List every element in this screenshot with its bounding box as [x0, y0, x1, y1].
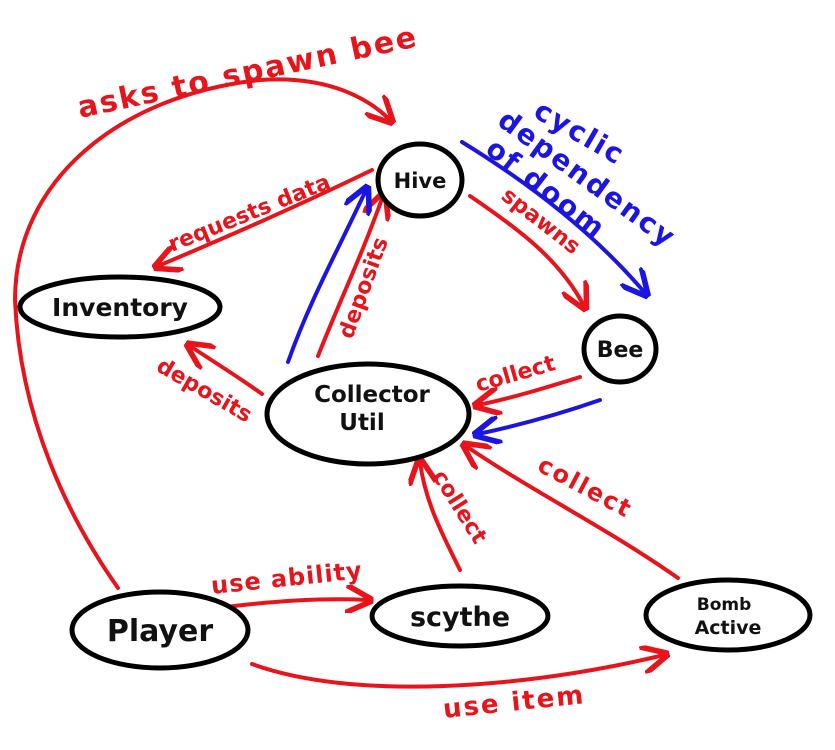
edge-player-to-bomb [250, 655, 664, 689]
edge-collector-to-hive-blue [286, 190, 366, 364]
node-bomb-active: Bomb Active [643, 577, 813, 653]
node-scythe-label: scythe [410, 602, 510, 633]
node-inventory-label: Inventory [52, 293, 188, 322]
label-collect-bee: collect [473, 351, 559, 398]
edge-hive-to-bee-blue [460, 140, 645, 293]
label-deposits-inventory: deposits [152, 354, 256, 429]
label-requests-data: requests data [165, 170, 334, 258]
node-hive: Hive [375, 141, 465, 219]
edge-scythe-to-collector [420, 462, 462, 572]
node-bee: Bee [581, 313, 659, 385]
edge-bomb-to-collector [466, 446, 680, 580]
label-deposits-hive: deposits [334, 234, 394, 342]
node-hive-label: Hive [394, 169, 447, 193]
node-scythe: scythe [369, 583, 551, 649]
node-bee-label: Bee [597, 338, 644, 363]
edge-bee-to-collector-blue [478, 398, 602, 434]
node-player: Player [69, 589, 251, 671]
edge-player-to-hive [13, 77, 390, 590]
node-player-label: Player [107, 614, 213, 649]
edge-hive-to-bee [468, 194, 584, 306]
edge-bee-to-collector-red [478, 375, 582, 405]
edge-player-to-scythe [216, 599, 368, 608]
label-collect-bomb: collect [533, 451, 637, 524]
node-bomb-active-label-2: Active [695, 617, 762, 639]
node-collector-util-label-1: Collector [314, 382, 430, 408]
label-use-ability: use ability [210, 556, 364, 600]
node-collector-util: Collector Util [264, 361, 472, 467]
edge-collector-to-inventory [190, 346, 264, 396]
label-asks-to-spawn-bee: asks to spawn bee [74, 19, 421, 125]
label-collect-scythe: collect [427, 466, 492, 549]
node-inventory: Inventory [17, 274, 223, 340]
edge-collector-to-hive-red [316, 196, 383, 358]
node-collector-util-label-2: Util [339, 410, 384, 436]
node-bomb-active-label-1: Bomb [697, 595, 752, 615]
